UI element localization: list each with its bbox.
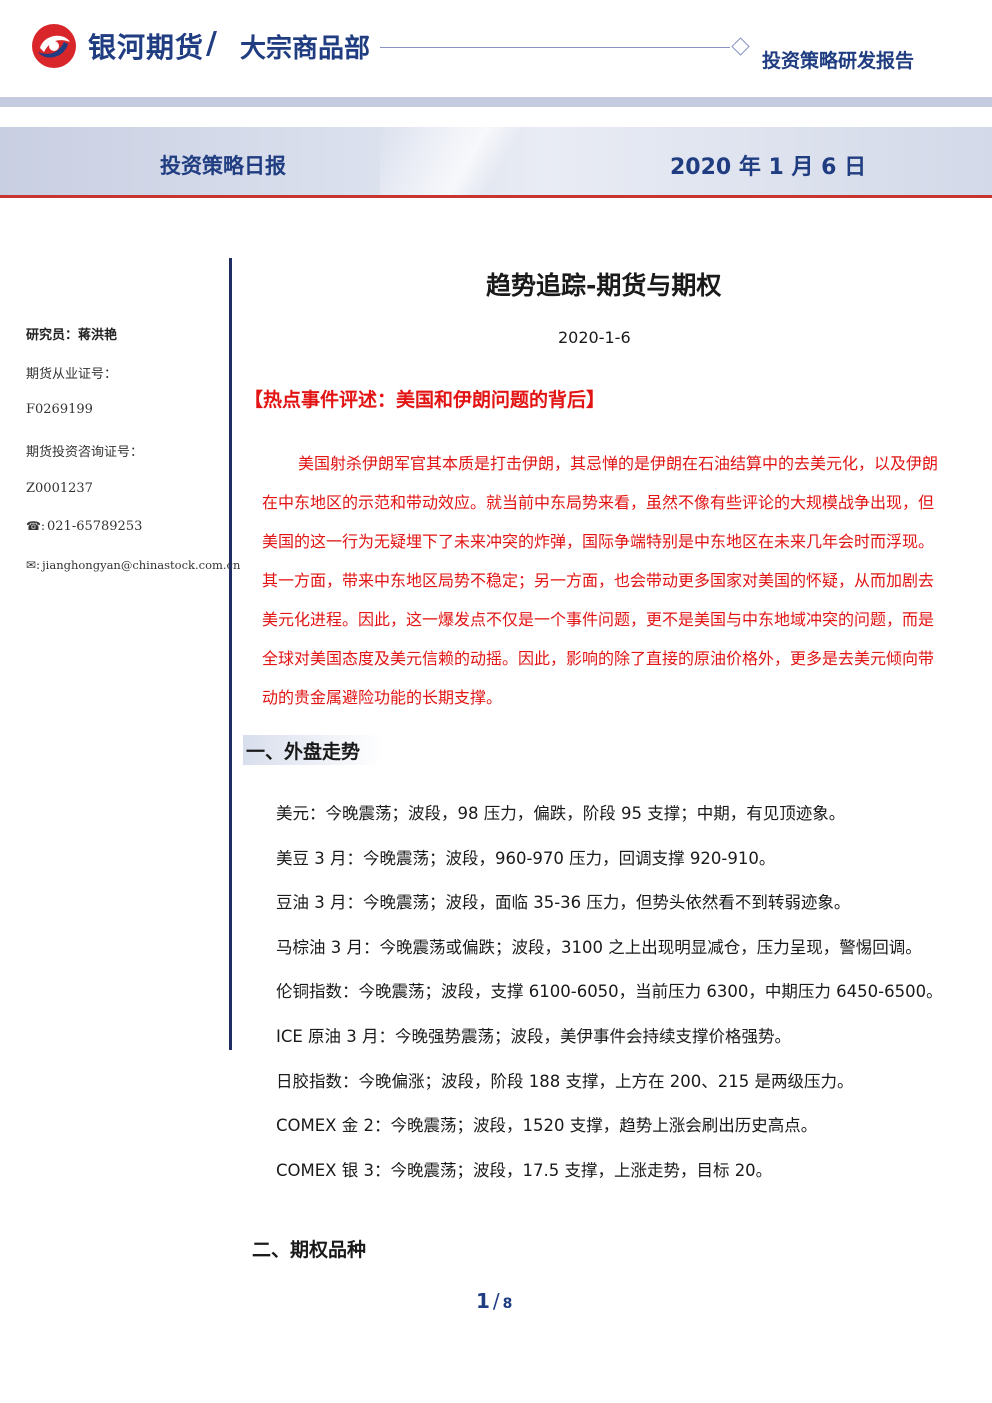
consult-label: 期货投资咨询证号： [26,445,144,460]
phone-line: ☎:021-65789253 [26,519,142,534]
list-item: COMEX 金 2：今晚震荡；波段，1520 支撑，趋势上涨会刷出历史高点。 [276,1116,818,1136]
consult-value: Z0001237 [26,481,93,496]
total-pages: 8 [502,1296,513,1312]
brand-name: 银河期货 [88,31,205,64]
current-page: 1 [476,1289,490,1313]
article-title: 趋势追踪-期货与期权 [486,271,722,300]
banner-underline [0,195,992,198]
license-value: F0269199 [26,402,93,417]
department-name: 大宗商品部 [240,34,371,64]
section-highlight [243,735,383,765]
banner-title: 投资策略日报 [160,154,286,178]
list-item: ICE 原油 3 月：今晚强势震荡；波段，美伊事件会持续支撑价格强势。 [276,1026,792,1046]
list-item: COMEX 银 3：今晚震荡；波段，17.5 支撑，上涨走势，目标 20。 [276,1160,773,1180]
banner-decoration [380,127,580,195]
list-item: 伦铜指数：今晚震荡；波段，支撑 6100-6050，当前压力 6300，中期压力… [276,982,943,1002]
list-item: 美豆 3 月：今晚震荡；波段，960-970 压力，回调支撑 920-910。 [276,848,776,868]
section2-title: 二、期权品种 [252,1239,367,1261]
header-band [0,97,992,107]
banner-date: 2020 年 1 月 6 日 [670,155,867,180]
article-date: 2020-1-6 [558,328,631,347]
section1-title: 一、外盘走势 [246,741,361,763]
page-number: 1/8 [476,1289,513,1313]
email-address[interactable]: jianghongyan@chinastock.com.cn [42,558,241,572]
diamond-icon [731,37,750,56]
header-divider: / [206,26,217,61]
email-line: ✉:jianghongyan@chinastock.com.cn [26,558,240,572]
hot-event-paragraph: 美国射杀伊朗军官其本质是打击伊朗，其忌惮的是伊朗在石油结算中的去美元化，以及伊朗… [262,454,939,707]
report-type: 投资策略研发报告 [762,50,915,72]
researcher-name: 研究员：蒋洪艳 [26,328,118,343]
market-list: 美元：今晚震荡；波段，98 压力，偏跌，阶段 95 支撑；中期，有见顶迹象。 美… [276,792,956,1193]
license-label: 期货从业证号： [26,367,118,382]
hot-event-heading: 【热点事件评述：美国和伊朗问题的背后】 [244,389,606,411]
list-item: 豆油 3 月：今晚震荡；波段，面临 35-36 压力，但势头依然看不到转弱迹象。 [276,893,851,913]
phone-icon: ☎: [26,519,45,533]
sidebar-divider [229,258,232,1050]
phone-number: 021-65789253 [47,519,143,534]
galaxy-logo-icon [32,24,76,68]
list-item: 美元：今晚震荡；波段，98 压力，偏跌，阶段 95 支撑；中期，有见顶迹象。 [276,804,846,823]
list-item: 日胶指数：今晚偏涨；波段，阶段 188 支撑，上方在 200、215 是两级压力… [276,1071,854,1091]
list-item: 马棕油 3 月：今晚震荡或偏跌；波段，3100 之上出现明显减仓，压力呈现，警惕… [276,937,922,957]
header-rule [380,47,730,48]
email-icon: ✉: [26,558,41,572]
